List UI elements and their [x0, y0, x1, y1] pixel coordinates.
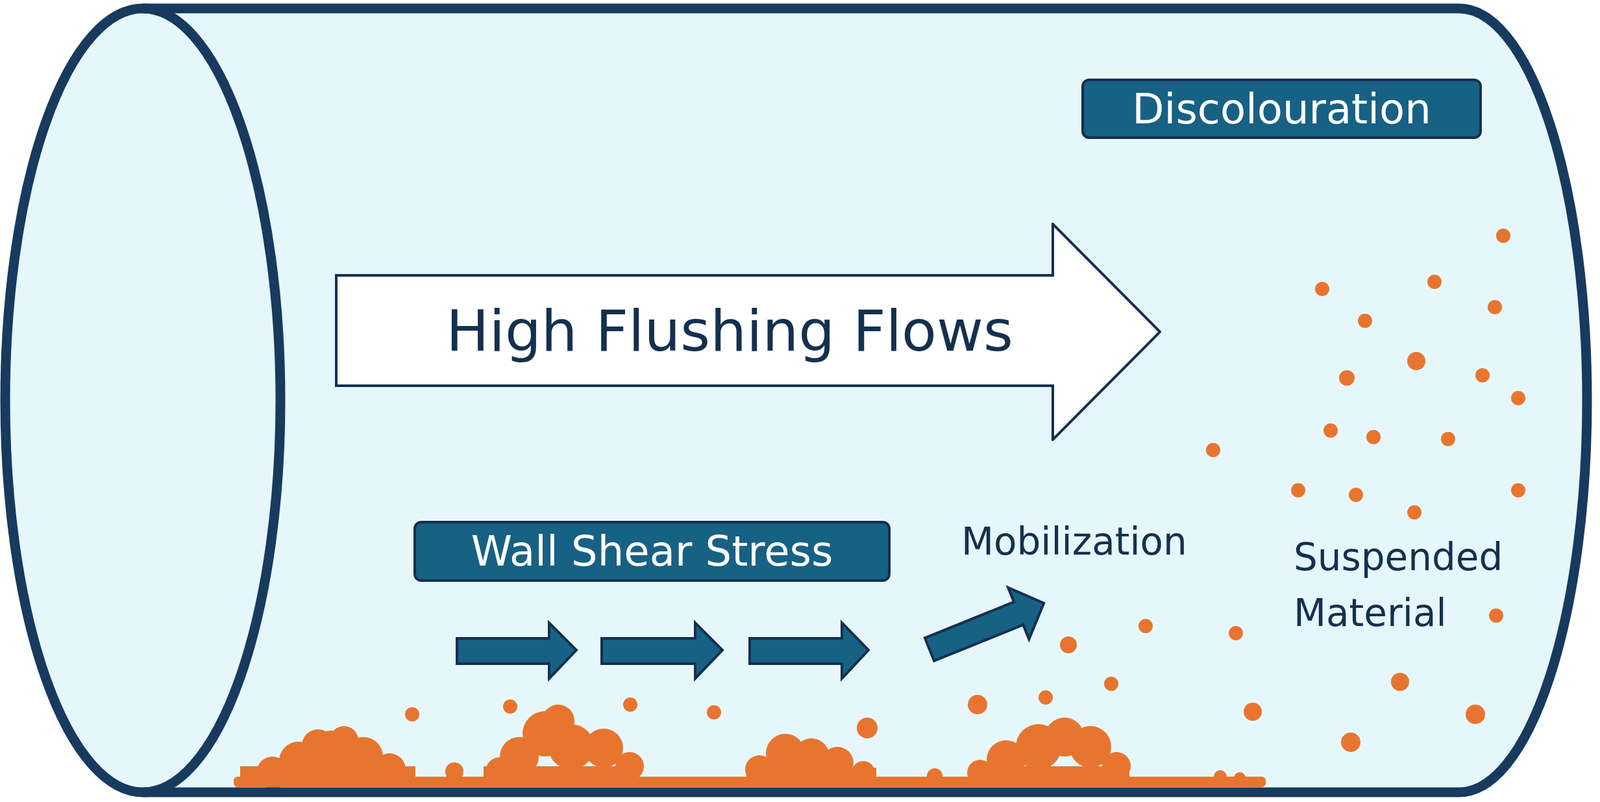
shear-arrows [456, 577, 1055, 679]
arrow-text-area: High Flushing Flows [334, 275, 1125, 386]
node-text: Wall Shear Stress [471, 527, 833, 576]
highlight-box: Wall Shear Stress [413, 520, 891, 582]
suspended-particles [405, 228, 1526, 752]
arrow-shape [336, 223, 1160, 440]
process-label: Mobilization [961, 519, 1234, 565]
highlight-box: Discolouration [1081, 78, 1482, 139]
pipe-outline [5, 8, 1588, 792]
pipe-body [5, 8, 1588, 792]
flow-arrow: High Flushing Flows [334, 222, 1162, 441]
material-label: Suspended Material [1293, 529, 1554, 641]
sediment [233, 704, 1266, 789]
node-text: High Flushing Flows [445, 297, 1013, 365]
node-text: Discolouration [1132, 85, 1431, 134]
